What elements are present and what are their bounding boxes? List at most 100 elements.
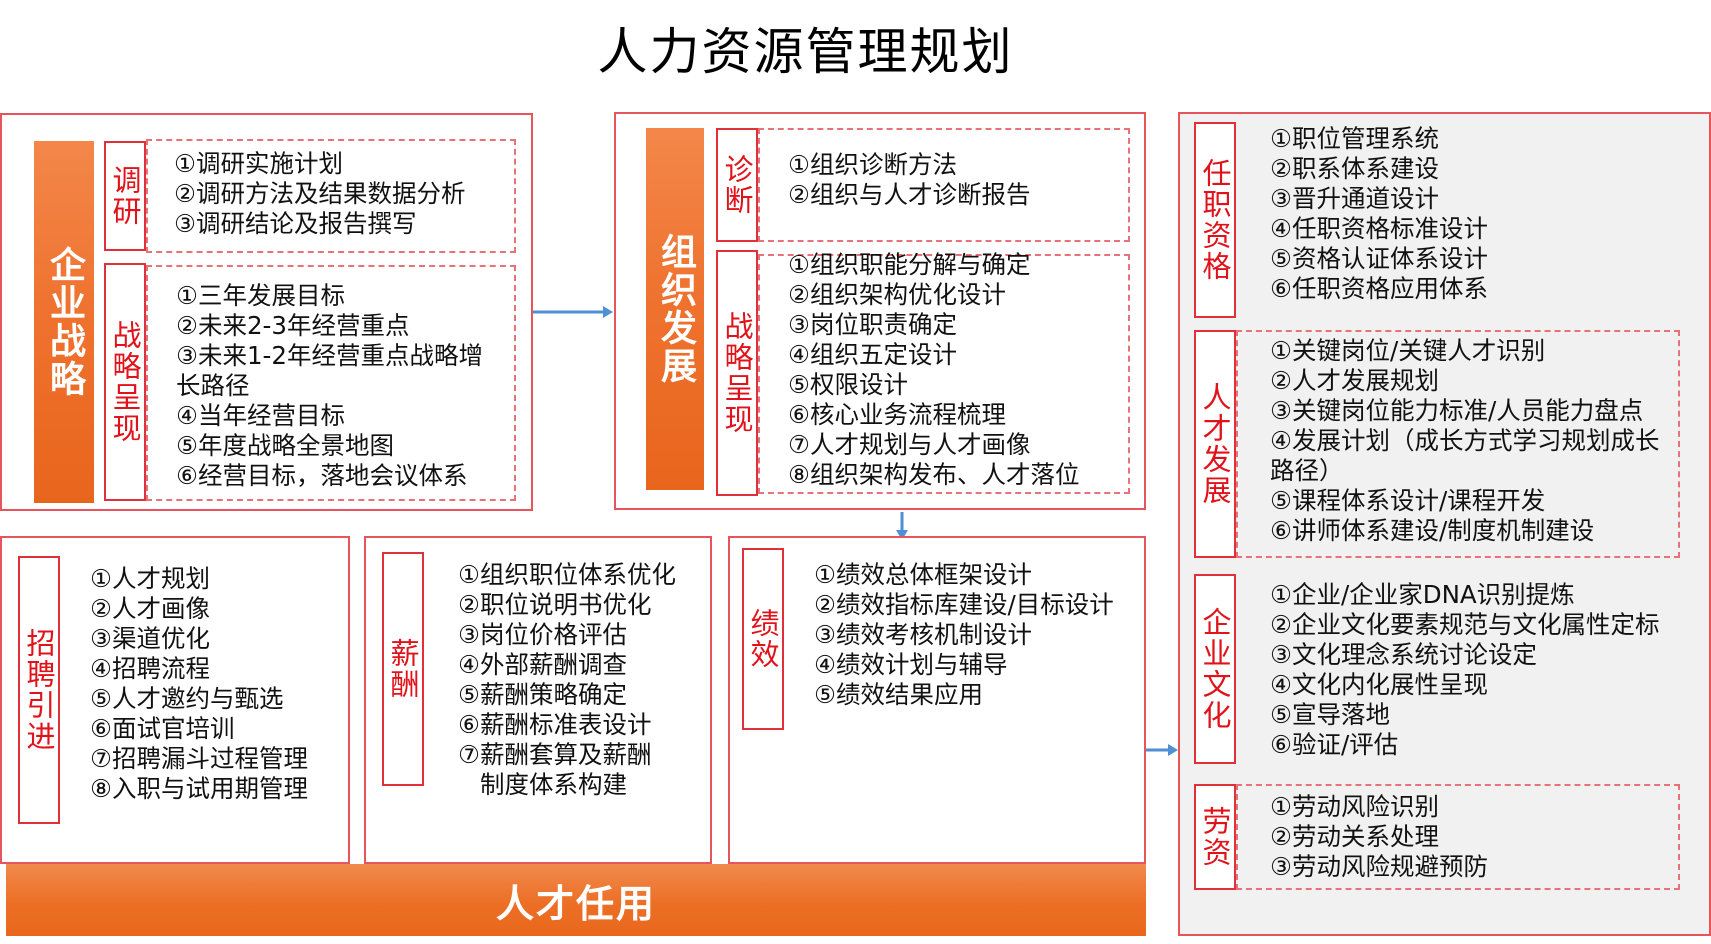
strategy-main-label: 企业战略 — [34, 141, 94, 503]
org-presentation-label: 战略呈现 — [716, 250, 758, 496]
list-item: ③晋升通道设计 — [1270, 184, 1439, 213]
list-item: ④发展计划（成长方式学习规划成长路径） — [1270, 426, 1660, 485]
list-item: ③渠道优化 — [90, 624, 210, 653]
diagnosis-items: ①组织诊断方法 ②组织与人才诊断报告 — [788, 150, 1030, 210]
page-title: 人力资源管理规划 — [597, 23, 1014, 81]
talent-dev-label-text: 人才发展 — [1198, 382, 1232, 506]
list-item: ⑥核心业务流程梳理 — [788, 400, 1006, 429]
list-item: ⑥任职资格应用体系 — [1270, 274, 1488, 303]
talent-dev-label: 人才发展 — [1194, 330, 1236, 558]
performance-panel: 绩效 ①绩效总体框架设计 ②绩效指标库建设/目标设计 ③绩效考核机制设计 ④绩效… — [728, 536, 1146, 864]
list-item: ④绩效计划与辅导 — [814, 650, 1008, 679]
list-item: ①人才规划 — [90, 564, 210, 593]
strategy-presentation-label: 战略呈现 — [104, 263, 146, 501]
list-item: ②调研方法及结果数据分析 — [174, 179, 466, 208]
list-item: ⑦招聘漏斗过程管理 — [90, 744, 308, 773]
culture-items: ①企业/企业家DNA识别提炼 ②企业文化要素规范与文化属性定标 ③文化理念系统讨… — [1270, 580, 1659, 760]
labor-label: 劳资 — [1194, 784, 1236, 890]
list-item: ①组织诊断方法 — [788, 150, 957, 179]
org-main-label: 组织发展 — [646, 128, 704, 490]
list-item: ②职位说明书优化 — [458, 590, 652, 619]
labor-items-box — [1236, 784, 1680, 890]
arrow-right-icon — [1146, 744, 1178, 756]
list-item: ⑤资格认证体系设计 — [1270, 244, 1488, 273]
strategy-panel: 企业战略 调研 ①调研实施计划 ②调研方法及结果数据分析 ③调研结论及报告撰写 … — [0, 113, 533, 511]
list-item: ②职系体系建设 — [1270, 154, 1439, 183]
list-item: ①组织职位体系优化 — [458, 560, 676, 589]
talent-dev-items-box — [1236, 330, 1680, 558]
list-item: ②绩效指标库建设/目标设计 — [814, 590, 1114, 619]
diagnosis-items-box — [758, 128, 1130, 242]
list-item: ③未来1-2年经营重点战略增长路径 — [176, 341, 483, 400]
list-item: ⑥经营目标，落地会议体系 — [176, 461, 468, 490]
list-item: ①劳动风险识别 — [1270, 792, 1439, 821]
list-item: ④文化内化展性呈现 — [1270, 670, 1488, 699]
list-item: ⑤年度战略全景地图 — [176, 431, 394, 460]
list-item: ③调研结论及报告撰写 — [174, 209, 417, 238]
recruit-items: ①人才规划 ②人才画像 ③渠道优化 ④招聘流程 ⑤人才邀约与甄选 ⑥面试官培训 … — [90, 564, 308, 804]
list-item: ②企业文化要素规范与文化属性定标 — [1270, 610, 1660, 639]
org-presentation-items-box — [758, 254, 1130, 494]
list-item: ②组织与人才诊断报告 — [788, 180, 1031, 209]
list-item: ②人才画像 — [90, 594, 210, 623]
list-item: ⑤人才邀约与甄选 — [90, 684, 284, 713]
diagnosis-label-text: 诊断 — [720, 154, 754, 216]
list-item: ⑤权限设计 — [788, 370, 908, 399]
list-item: ①组织职能分解与确定 — [788, 250, 1031, 279]
salary-panel: 薪酬 ①组织职位体系优化 ②职位说明书优化 ③岗位价格评估 ④外部薪酬调查 ⑤薪… — [364, 536, 712, 864]
list-item: ⑥讲师体系建设/制度机制建设 — [1270, 516, 1595, 545]
labor-label-text: 劳资 — [1198, 806, 1232, 868]
org-presentation-items: ①组织职能分解与确定 ②组织架构优化设计 ③岗位职责确定 ④组织五定设计 ⑤权限… — [788, 250, 1079, 490]
arrow-down-icon — [896, 512, 908, 540]
right-panel: 任职资格 ①职位管理系统 ②职系体系建设 ③晋升通道设计 ④任职资格标准设计 ⑤… — [1178, 112, 1711, 936]
list-item: ③岗位职责确定 — [788, 310, 957, 339]
culture-label: 企业文化 — [1194, 574, 1236, 764]
list-item: ②未来2-3年经营重点 — [176, 311, 410, 340]
list-item: ②人才发展规划 — [1270, 366, 1439, 395]
strategy-presentation-label-text: 战略呈现 — [108, 320, 142, 444]
list-item: ⑤课程体系设计/课程开发 — [1270, 486, 1546, 515]
list-item: 制度体系构建 — [480, 770, 627, 799]
list-item: ③劳动风险规避预防 — [1270, 852, 1488, 881]
list-item: ⑧入职与试用期管理 — [90, 774, 308, 803]
strategy-main-label-text: 企业战略 — [44, 246, 85, 398]
list-item: ③文化理念系统讨论设定 — [1270, 640, 1537, 669]
diagnosis-label: 诊断 — [716, 128, 758, 242]
list-item: ⑤宣导落地 — [1270, 700, 1390, 729]
org-presentation-label-text: 战略呈现 — [720, 311, 754, 435]
list-item: ⑦薪酬套算及薪酬 — [458, 740, 652, 769]
list-item: ①三年发展目标 — [176, 281, 345, 310]
org-panel: 组织发展 诊断 ①组织诊断方法 ②组织与人才诊断报告 战略呈现 ①组织职能分解与… — [614, 112, 1146, 510]
list-item: ⑥面试官培训 — [90, 714, 235, 743]
strategy-presentation-items-box — [146, 265, 516, 501]
recruit-label-text: 招聘引进 — [22, 628, 56, 752]
list-item: ①关键岗位/关键人才识别 — [1270, 336, 1546, 365]
list-item: ⑤薪酬策略确定 — [458, 680, 627, 709]
salary-items: ①组织职位体系优化 ②职位说明书优化 ③岗位价格评估 ④外部薪酬调查 ⑤薪酬策略… — [458, 560, 676, 800]
list-item: ③绩效考核机制设计 — [814, 620, 1032, 649]
list-item: ③岗位价格评估 — [458, 620, 627, 649]
culture-label-text: 企业文化 — [1198, 607, 1232, 731]
list-item: ③关键岗位能力标准/人员能力盘点 — [1270, 396, 1644, 425]
research-label: 调研 — [104, 141, 146, 251]
list-item: ④组织五定设计 — [788, 340, 957, 369]
strategy-presentation-items: ①三年发展目标 ②未来2-3年经营重点 ③未来1-2年经营重点战略增长路径 ④当… — [176, 281, 506, 491]
qualification-label-text: 任职资格 — [1198, 158, 1232, 282]
qualification-label: 任职资格 — [1194, 122, 1236, 318]
list-item: ①职位管理系统 — [1270, 124, 1439, 153]
recruit-panel: 招聘引进 ①人才规划 ②人才画像 ③渠道优化 ④招聘流程 ⑤人才邀约与甄选 ⑥面… — [0, 536, 350, 864]
list-item: ⑥薪酬标准表设计 — [458, 710, 652, 739]
research-label-text: 调研 — [108, 165, 142, 227]
salary-label-text: 薪酬 — [386, 638, 420, 700]
list-item: ②劳动关系处理 — [1270, 822, 1439, 851]
labor-items: ①劳动风险识别 ②劳动关系处理 ③劳动风险规避预防 — [1270, 792, 1488, 882]
list-item: ①绩效总体框架设计 — [814, 560, 1032, 589]
research-items-box — [146, 139, 516, 253]
arrow-right-icon — [533, 306, 613, 318]
list-item: ④外部薪酬调查 — [458, 650, 627, 679]
list-item: ①调研实施计划 — [174, 149, 343, 178]
research-items: ①调研实施计划 ②调研方法及结果数据分析 ③调研结论及报告撰写 — [174, 149, 465, 239]
list-item: ⑧组织架构发布、人才落位 — [788, 460, 1080, 489]
list-item: ②组织架构优化设计 — [788, 280, 1006, 309]
salary-label: 薪酬 — [382, 552, 424, 786]
